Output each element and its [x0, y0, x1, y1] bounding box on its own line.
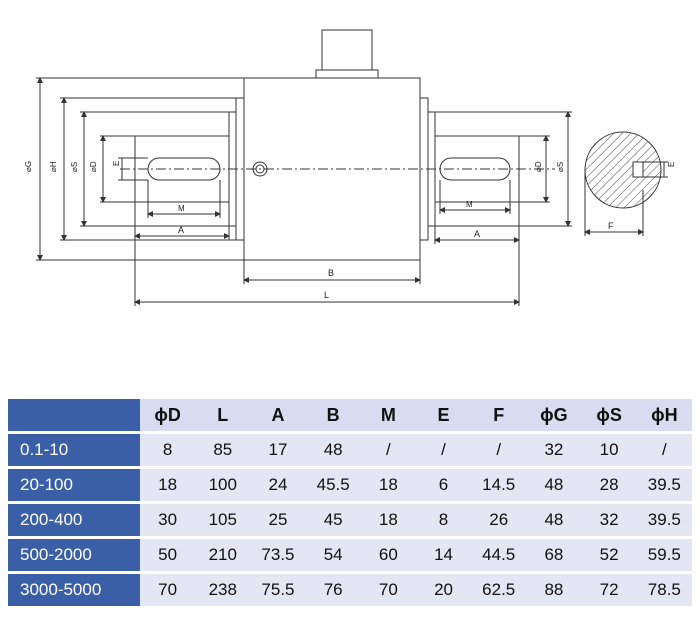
- table-cell: 48: [526, 469, 582, 501]
- table-cell: 45.5: [305, 469, 361, 501]
- table-cell: 105: [195, 504, 251, 536]
- range-cell: 0.1-10: [8, 434, 140, 466]
- table-cell: 14.5: [471, 469, 527, 501]
- label-phiS-left: ⌀S: [70, 162, 79, 172]
- table-cell: 32: [581, 504, 637, 536]
- table-cell: 54: [305, 539, 361, 571]
- spec-table: ϕD L A B M E F ϕG ϕS ϕH 0.1-10 8 85 17 4…: [8, 396, 692, 609]
- table-cell: 8: [140, 434, 196, 466]
- range-cell: 3000-5000: [8, 574, 140, 606]
- label-A-right: A: [474, 229, 480, 239]
- shaft-cross-section: [584, 131, 662, 209]
- table-cell: 72: [581, 574, 637, 606]
- label-phiH: ⌀H: [49, 161, 58, 172]
- connector-block: [321, 29, 373, 71]
- header-phiD: ϕD: [140, 399, 196, 431]
- cross-section-keyway: [632, 161, 644, 178]
- table-cell: 88: [526, 574, 582, 606]
- label-M-left: M: [178, 204, 185, 213]
- label-E-right: E: [667, 162, 676, 167]
- table-cell: 50: [140, 539, 196, 571]
- table-cell: 48: [526, 504, 582, 536]
- label-F: F: [608, 221, 614, 231]
- header-F: F: [471, 399, 527, 431]
- label-phiS-right: ⌀S: [556, 162, 565, 172]
- connector-base: [315, 69, 379, 79]
- table-cell: 100: [195, 469, 251, 501]
- label-M-right: M: [466, 200, 473, 209]
- header-M: M: [360, 399, 416, 431]
- table-cell: 18: [140, 469, 196, 501]
- table-cell: 24: [250, 469, 306, 501]
- table-header-row: ϕD L A B M E F ϕG ϕS ϕH: [8, 399, 692, 431]
- table-cell: 17: [250, 434, 306, 466]
- table-cell: 18: [360, 469, 416, 501]
- table-cell: 62.5: [471, 574, 527, 606]
- table-cell: 59.5: [636, 539, 692, 571]
- table-cell: 68: [526, 539, 582, 571]
- table-cell: 76: [305, 574, 361, 606]
- table-cell: 78.5: [636, 574, 692, 606]
- table-cell: 39.5: [636, 469, 692, 501]
- table-cell: /: [415, 434, 472, 466]
- table-row: 200-400 30 105 25 45 18 8 26 48 32 39.5: [8, 504, 692, 536]
- header-phiG: ϕG: [526, 399, 582, 431]
- header-L: L: [195, 399, 251, 431]
- table-cell: 52: [581, 539, 637, 571]
- label-phiG: ⌀G: [24, 161, 33, 172]
- header-phiH: ϕH: [636, 399, 692, 431]
- table-cell: 39.5: [636, 504, 692, 536]
- label-phiD-left: ⌀D: [89, 161, 98, 172]
- table-row: 0.1-10 8 85 17 48 / / / 32 10 /: [8, 434, 692, 466]
- label-A-left: A: [178, 225, 184, 235]
- sensor-technical-drawing: ⌀G ⌀H ⌀S ⌀D E M A M A B L ⌀D ⌀S F E: [24, 29, 676, 306]
- table-cell: 20: [415, 574, 472, 606]
- table-cell: 26: [471, 504, 527, 536]
- table-cell: /: [360, 434, 416, 466]
- table-cell: 8: [415, 504, 472, 536]
- table-cell: 32: [526, 434, 582, 466]
- table-cell: 210: [195, 539, 251, 571]
- table-cell: 45: [305, 504, 361, 536]
- label-phiD-right: ⌀D: [534, 161, 543, 172]
- table-row: 3000-5000 70 238 75.5 76 70 20 62.5 88 7…: [8, 574, 692, 606]
- range-cell: 500-2000: [8, 539, 140, 571]
- header-phiS: ϕS: [581, 399, 637, 431]
- table-cell: 70: [140, 574, 196, 606]
- table-cell: 14: [415, 539, 472, 571]
- table-cell: 6: [415, 469, 472, 501]
- range-cell: 200-400: [8, 504, 140, 536]
- table-cell: 25: [250, 504, 306, 536]
- header-E: E: [415, 399, 472, 431]
- table-row: 20-100 18 100 24 45.5 18 6 14.5 48 28 39…: [8, 469, 692, 501]
- table-cell: 70: [360, 574, 416, 606]
- table-cell: 18: [360, 504, 416, 536]
- range-cell: 20-100: [8, 469, 140, 501]
- table-cell: 30: [140, 504, 196, 536]
- table-cell: 75.5: [250, 574, 306, 606]
- table-cell: 73.5: [250, 539, 306, 571]
- header-A: A: [250, 399, 306, 431]
- label-E-left: E: [112, 161, 121, 166]
- header-B: B: [305, 399, 361, 431]
- label-L: L: [324, 290, 329, 300]
- table-cell: 48: [305, 434, 361, 466]
- table-cell: 10: [581, 434, 637, 466]
- header-corner: [8, 399, 140, 431]
- table-cell: 238: [195, 574, 251, 606]
- table-cell: /: [636, 434, 692, 466]
- table-row: 500-2000 50 210 73.5 54 60 14 44.5 68 52…: [8, 539, 692, 571]
- table-cell: 60: [360, 539, 416, 571]
- table-cell: 85: [195, 434, 251, 466]
- label-B: B: [328, 268, 334, 278]
- table-cell: /: [471, 434, 527, 466]
- table-cell: 28: [581, 469, 637, 501]
- table-cell: 44.5: [471, 539, 527, 571]
